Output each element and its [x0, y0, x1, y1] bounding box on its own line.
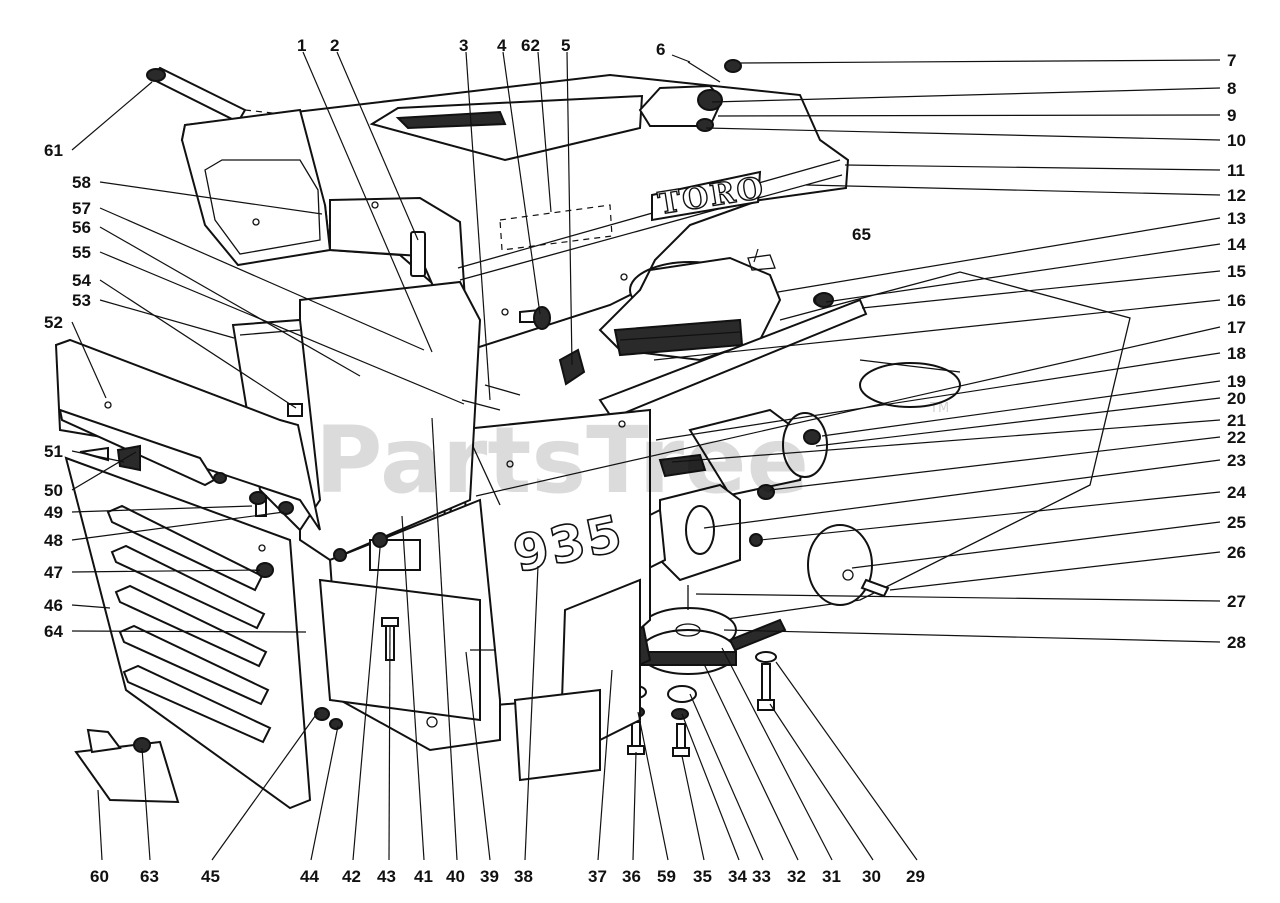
callout-38: 38 — [514, 867, 533, 886]
callout-51: 51 — [44, 442, 63, 461]
callout-64: 64 — [44, 622, 63, 641]
callout-25: 25 — [1227, 513, 1246, 532]
callout-40: 40 — [446, 867, 465, 886]
callout-13: 13 — [1227, 209, 1246, 228]
callout-17: 17 — [1227, 318, 1246, 337]
callout-56: 56 — [72, 218, 91, 237]
callout-15: 15 — [1227, 262, 1246, 281]
callout-43: 43 — [377, 867, 396, 886]
callout-63: 63 — [140, 867, 159, 886]
parts-illustration: TORO — [54, 59, 1131, 810]
watermark-tm: TM — [929, 401, 949, 416]
callout-39: 39 — [480, 867, 499, 886]
callout-5: 5 — [561, 36, 570, 55]
callout-32: 32 — [787, 867, 806, 886]
callout-31: 31 — [822, 867, 841, 886]
hood-body — [180, 73, 850, 352]
callout-2: 2 — [330, 36, 339, 55]
callout-8: 8 — [1227, 79, 1236, 98]
callout-30: 30 — [862, 867, 881, 886]
part-53-bracket — [249, 403, 303, 517]
engine-blower — [598, 256, 782, 362]
callout-33: 33 — [752, 867, 771, 886]
engine-base — [299, 280, 501, 752]
callout-23: 23 — [1227, 451, 1246, 470]
callout-45: 45 — [201, 867, 220, 886]
grille-slots — [106, 504, 272, 744]
callout-3: 3 — [459, 36, 468, 55]
callout-22: 22 — [1227, 428, 1246, 447]
callout-6: 6 — [656, 40, 665, 59]
callout-1: 1 — [297, 36, 306, 55]
callout-60: 60 — [90, 867, 109, 886]
callout-36: 36 — [622, 867, 641, 886]
part-4-knob — [519, 306, 551, 330]
callout-49: 49 — [44, 503, 63, 522]
callout-41: 41 — [414, 867, 433, 886]
starter-generator — [658, 408, 828, 500]
watermark: PartsTree TM — [315, 401, 949, 514]
callout-19: 19 — [1227, 372, 1246, 391]
callout-11: 11 — [1227, 161, 1245, 180]
callout-37: 37 — [588, 867, 607, 886]
leader-lines — [71, 51, 1221, 861]
callout-62-top: 62 — [521, 36, 540, 55]
callout-47: 47 — [44, 563, 63, 582]
callout-52: 52 — [44, 313, 63, 332]
pulley-assembly — [618, 483, 890, 675]
callout-35: 35 — [693, 867, 712, 886]
callout-16: 16 — [1227, 291, 1246, 310]
rear-grille-panel — [64, 446, 312, 810]
watermark-text: PartsTree — [315, 407, 809, 514]
callout-9: 9 — [1227, 106, 1236, 125]
callout-57: 57 — [72, 199, 91, 218]
callout-24: 24 — [1227, 483, 1246, 502]
callout-27: 27 — [1227, 592, 1246, 611]
callout-58: 58 — [72, 173, 91, 192]
callout-26: 26 — [1227, 543, 1246, 562]
callout-50: 50 — [44, 481, 63, 500]
callout-7: 7 — [1227, 51, 1236, 70]
callout-53: 53 — [72, 291, 91, 310]
bolts-44-45 — [314, 707, 343, 730]
callout-46: 46 — [44, 596, 63, 615]
callout-labels: 1 2 3 4 62 5 6 7 8 9 10 11 12 13 14 15 1… — [44, 36, 1246, 886]
callout-55: 55 — [72, 243, 91, 262]
callout-10: 10 — [1227, 131, 1246, 150]
hood-latch — [638, 59, 742, 132]
callout-21: 21 — [1227, 411, 1246, 430]
misc-fasteners — [461, 254, 834, 411]
callout-48: 48 — [44, 531, 63, 550]
callout-28: 28 — [1227, 633, 1246, 652]
callout-59: 59 — [657, 867, 676, 886]
callout-44: 44 — [300, 867, 319, 886]
callout-18: 18 — [1227, 344, 1246, 363]
callout-42: 42 — [342, 867, 361, 886]
callout-65: 65 — [852, 225, 871, 244]
callout-20: 20 — [1227, 389, 1246, 408]
callout-29: 29 — [906, 867, 925, 886]
callout-61: 61 — [44, 141, 63, 160]
front-panel-935: 935 — [453, 408, 651, 782]
callout-14: 14 — [1227, 235, 1246, 254]
callout-54: 54 — [72, 271, 91, 290]
callout-4: 4 — [497, 36, 507, 55]
callout-12: 12 — [1227, 186, 1246, 205]
part-60-bracket — [74, 728, 180, 804]
callout-34: 34 — [728, 867, 747, 886]
